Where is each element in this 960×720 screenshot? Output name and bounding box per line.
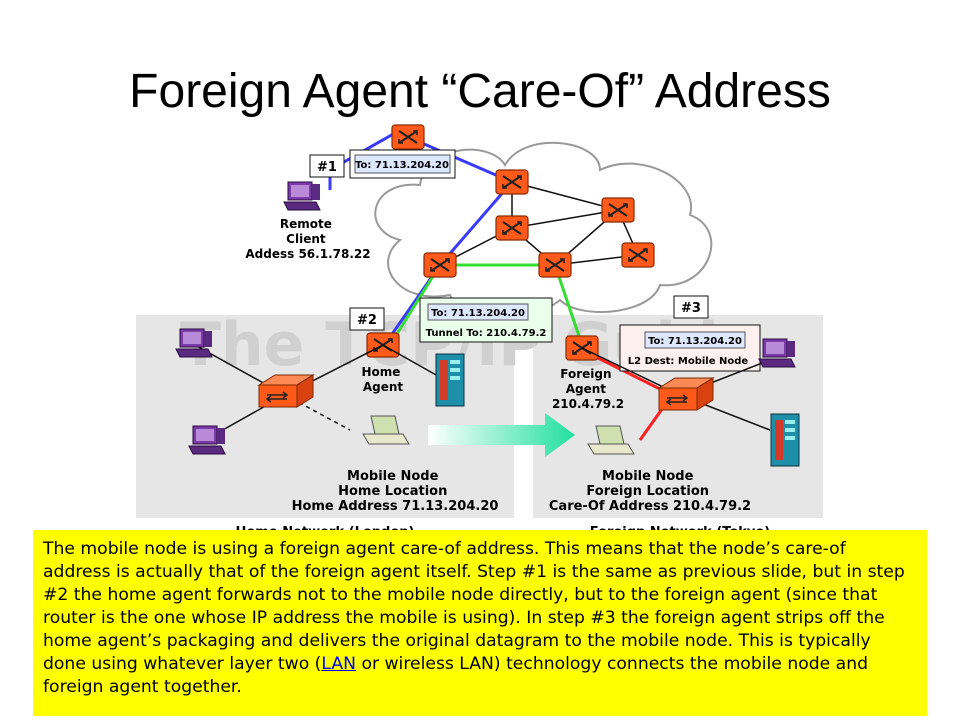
home-agent-label: Home Agent (361, 365, 404, 394)
packet-step2-tunnel: To: 71.13.204.20 Tunnel To: 210.4.79.2 (419, 297, 553, 343)
svg-text:To: 71.13.204.20: To: 71.13.204.20 (431, 308, 525, 319)
router-icon (423, 252, 457, 278)
lan-link[interactable]: LAN (321, 654, 356, 674)
router-icon (495, 169, 529, 195)
step2-tunnel-path (388, 263, 584, 346)
home-computer-icon (188, 425, 226, 455)
step3-badge: #3 (673, 295, 709, 319)
remote-client-label: Remote Client Addess 56.1.78.22 (245, 217, 370, 261)
svg-text:To: 71.13.204.20: To: 71.13.204.20 (648, 336, 742, 347)
foreign-server-icon (770, 413, 800, 467)
explanation-caption: The mobile node is using a foreign agent… (33, 530, 927, 716)
svg-text:#2: #2 (357, 313, 377, 328)
caption-text: The mobile node is using a foreign agent… (43, 539, 905, 674)
router-icon (391, 124, 425, 150)
mobile-node-home-label: Mobile Node Home Location Home Address 7… (292, 469, 499, 514)
remote-client-computer-icon (283, 181, 321, 211)
svg-text:#3: #3 (681, 301, 701, 316)
svg-text:Tunnel To: 210.4.79.2: Tunnel To: 210.4.79.2 (426, 328, 547, 339)
mobile-node-foreign-label: Mobile Node Foreign Location Care-Of Add… (549, 469, 751, 514)
packet-step3: To: 71.13.204.20 L2 Dest: Mobile Node (619, 324, 761, 372)
router-icon (538, 252, 572, 278)
router-icon (495, 215, 529, 241)
home-switch-icon (258, 374, 314, 408)
packet-step1: To: 71.13.204.20 (349, 149, 456, 179)
move-arrow-icon (428, 413, 575, 457)
foreign-switch-icon (658, 377, 714, 411)
router-icon (621, 242, 655, 268)
svg-text:To: 71.13.204.20: To: 71.13.204.20 (355, 160, 449, 171)
slide-title: Foreign Agent “Care-Of” Address (129, 65, 831, 118)
step2-badge: #2 (349, 307, 385, 331)
home-server-icon (435, 353, 465, 407)
home-computer-icon (175, 328, 213, 358)
svg-text:#1: #1 (317, 160, 337, 175)
svg-text:L2 Dest: Mobile Node: L2 Dest: Mobile Node (628, 356, 749, 367)
step1-badge: #1 (309, 154, 345, 178)
foreign-computer-icon (758, 338, 796, 368)
caption-text-end: or wireless LAN) technology connects the… (43, 654, 869, 697)
foreign-agent-label: Foreign Agent 210.4.79.2 (552, 367, 624, 411)
router-icon (601, 197, 635, 223)
